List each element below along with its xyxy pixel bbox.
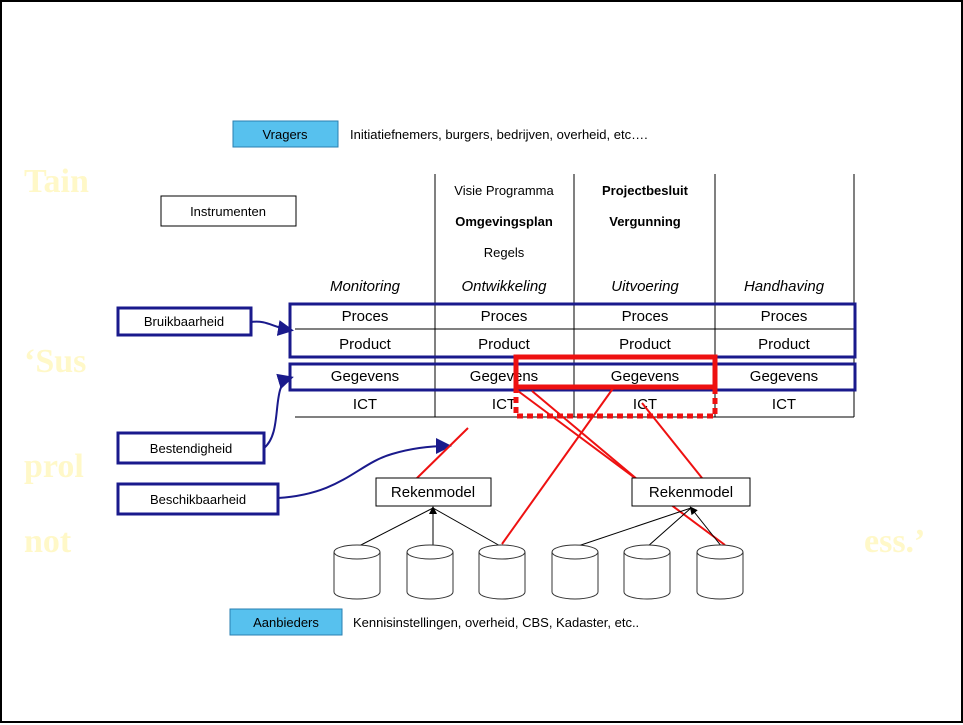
watermark-line-4: not	[24, 523, 72, 560]
aanbieders-label: Aanbieders	[253, 615, 319, 630]
instrument-omgevingsplan: Omgevingsplan	[455, 214, 553, 229]
vragers-badge	[232, 120, 339, 148]
bruikbaarheid-box	[116, 306, 253, 337]
red-line-5	[531, 390, 639, 481]
aanbieders-description: Kennisinstellingen, overheid, CBS, Kadas…	[353, 615, 639, 630]
watermark-line-1: Tain	[24, 163, 89, 200]
db-line-r1	[574, 507, 692, 548]
bruikbaarheid-label: Bruikbaarheid	[144, 314, 224, 329]
col-header-uitvoering: Uitvoering	[611, 278, 679, 295]
watermark-line-3: prol	[24, 448, 84, 485]
cell-ict-ontwikkeling: ICT	[492, 396, 516, 413]
db-line-l1	[356, 507, 434, 548]
cell-gegevens-monitoring: Gegevens	[331, 368, 399, 385]
bestendigheid-label: Bestendigheid	[150, 441, 232, 456]
cell-gegevens-ontwikkeling: Gegevens	[470, 368, 538, 385]
rekenmodel-right-label: Rekenmodel	[649, 484, 733, 501]
cell-gegevens-handhaving: Gegevens	[750, 368, 818, 385]
cell-ict-handhaving: ICT	[772, 396, 796, 413]
cell-product-handhaving: Product	[758, 336, 811, 353]
col-header-handhaving: Handhaving	[744, 278, 825, 295]
instrument-visie-programma: Visie Programma	[454, 183, 554, 198]
cell-ict-monitoring: ICT	[353, 396, 377, 413]
col-header-monitoring: Monitoring	[330, 278, 401, 295]
database-cylinder-2	[406, 544, 454, 600]
cell-proces-monitoring: Proces	[342, 308, 389, 325]
cell-proces-ontwikkeling: Proces	[481, 308, 528, 325]
red-line-2	[501, 386, 615, 545]
vragers-label: Vragers	[262, 127, 308, 142]
cell-product-monitoring: Product	[339, 336, 392, 353]
instrument-projectbesluit: Projectbesluit	[602, 183, 689, 198]
col-header-ontwikkeling: Ontwikkeling	[461, 278, 547, 295]
red-line-1	[413, 427, 469, 482]
rekenmodel-left-label: Rekenmodel	[391, 484, 475, 501]
instrument-regels: Regels	[484, 245, 525, 260]
cell-proces-handhaving: Proces	[761, 308, 808, 325]
red-line-3	[517, 390, 726, 546]
db-line-r3	[689, 506, 723, 548]
instrumenten-label: Instrumenten	[190, 204, 266, 219]
bestendigheid-arrow	[263, 373, 294, 449]
db-line-r2	[646, 507, 692, 548]
instrument-vergunning: Vergunning	[609, 214, 681, 229]
cell-ict-uitvoering: ICT	[633, 396, 657, 413]
rekenmodel-right-box	[631, 477, 751, 507]
watermark-line-5: ess.’	[864, 523, 925, 560]
instrumenten-box	[160, 195, 297, 227]
cell-proces-uitvoering: Proces	[622, 308, 669, 325]
red-dashed-highlight	[513, 384, 718, 419]
red-line-4	[641, 402, 703, 479]
bestendigheid-box	[116, 431, 266, 465]
database-cylinder-1	[333, 544, 381, 600]
beschikbaarheid-arrow	[277, 438, 452, 499]
database-cylinder-3	[478, 544, 526, 600]
rekenmodel-left-box	[375, 477, 492, 507]
aanbieders-badge	[229, 608, 343, 636]
database-cylinder-4	[551, 544, 599, 600]
beschikbaarheid-box	[116, 482, 280, 516]
watermark-line-2: ‘Sus	[24, 343, 86, 380]
beschikbaarheid-label: Beschikbaarheid	[150, 492, 246, 507]
cell-product-uitvoering: Product	[619, 336, 672, 353]
db-line-l3	[432, 507, 503, 548]
bruikbaarheid-arrow	[250, 320, 294, 336]
cell-gegevens-uitvoering: Gegevens	[611, 368, 679, 385]
database-cylinder-5	[623, 544, 671, 600]
vragers-description: Initiatiefnemers, burgers, bedrijven, ov…	[350, 127, 648, 142]
cell-product-ontwikkeling: Product	[478, 336, 531, 353]
red-solid-highlight	[513, 354, 718, 390]
database-cylinder-6	[696, 544, 744, 600]
